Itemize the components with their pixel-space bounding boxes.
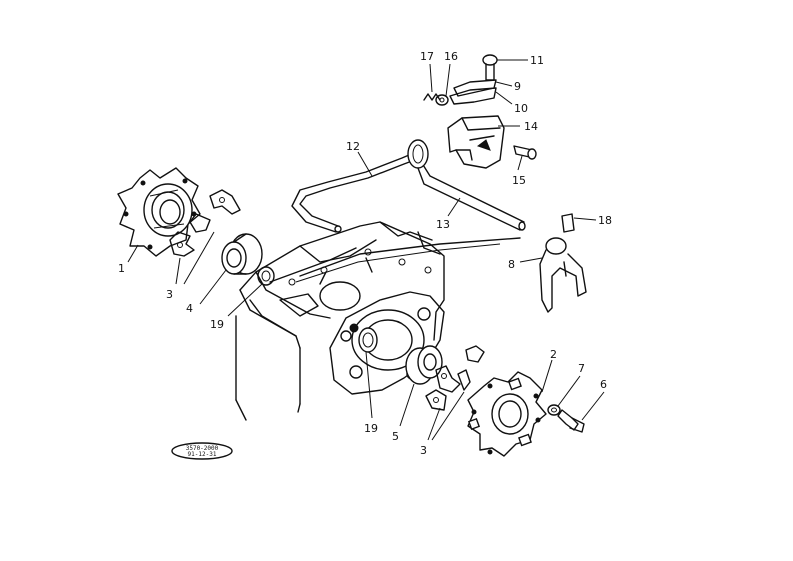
part-3-lock-plates-left [169,189,241,285]
stamp-line-1: 3570-2000 [186,445,219,452]
part-3-lock-plates-right [425,345,485,441]
callout-6: 6 [600,378,607,391]
callout-2: 2 [550,348,557,361]
part-6-bolt [557,391,605,433]
part-9-detent-plate [453,79,513,97]
part-10-detent-plate [449,87,513,105]
callout-17: 17 [420,50,434,63]
stamp-line-2: 91-12-31 [188,451,217,458]
callout-labels: 1 2 3 3 4 5 6 7 8 9 10 11 12 13 14 15 16… [118,50,612,457]
part-11-screw [482,54,528,81]
callout-1: 1 [118,262,125,275]
callout-18: 18 [598,214,612,227]
part-1-left-flange [117,167,201,263]
callout-8: 8 [508,258,515,271]
callout-3-right: 3 [420,444,427,457]
gear-housing [235,221,521,421]
part-18-roll-pin [561,213,597,233]
callout-5: 5 [392,430,399,443]
part-16-washer [435,63,451,106]
part-7-washer [547,375,581,416]
callout-11: 11 [530,54,544,67]
callout-9: 9 [514,80,521,93]
callout-13: 13 [436,218,450,231]
part-14-bracket [447,115,520,169]
reference-stamp: 3570-2000 91-12-31 [171,442,233,460]
callout-3-left: 3 [166,288,173,301]
part-2-right-flange [467,359,553,457]
callout-12: 12 [346,140,360,153]
callout-16: 16 [444,50,458,63]
part-4-bearing [199,233,263,305]
part-12-shift-rod [291,151,421,233]
callout-19-left: 19 [210,318,224,331]
callout-7: 7 [578,362,585,375]
part-13-shift-shaft [407,139,526,231]
callout-10: 10 [514,102,528,115]
part-19-seal-center [349,323,378,419]
part-17-spring [423,63,441,101]
part-8-shift-fork [519,237,587,313]
callout-4: 4 [186,302,193,315]
callout-19-center: 19 [364,422,378,435]
callout-14: 14 [524,120,538,133]
part-15-pin [513,145,537,171]
callout-15: 15 [512,174,526,187]
